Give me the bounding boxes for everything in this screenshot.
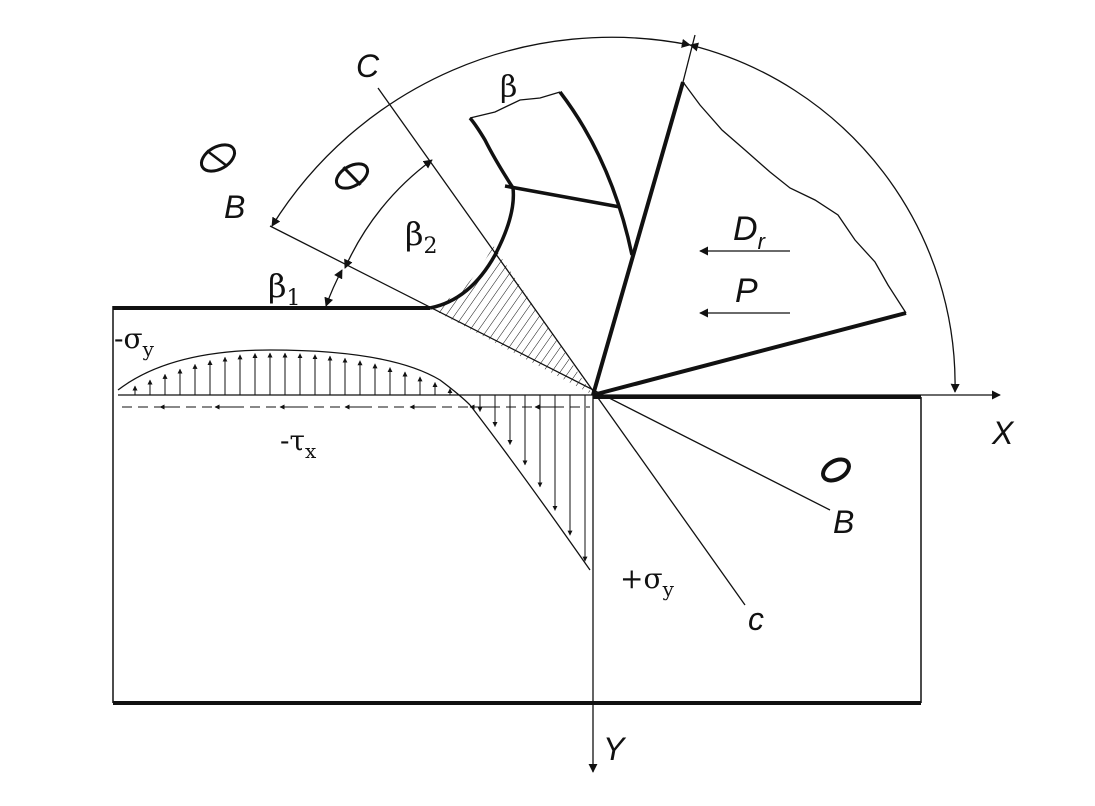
- reference-lines: [269, 34, 831, 606]
- tool-rake-face: [591, 81, 685, 396]
- phi-symbols: [199, 143, 851, 483]
- beta1-main: β: [268, 267, 287, 305]
- line-b-b: [269, 225, 831, 511]
- chip-segment-line: [504, 184, 621, 209]
- arc-x-to-tool: [689, 42, 960, 393]
- arc-beta1: [324, 269, 343, 307]
- sigma-neg-main: -σ: [114, 322, 143, 355]
- label-beta1: β1: [268, 267, 301, 311]
- phi-symbol-upper-left: [199, 143, 237, 173]
- sigma-neg-sub: y: [142, 337, 155, 361]
- sigma-pos-main: +σ: [620, 562, 663, 595]
- arc-beta2: [344, 159, 433, 269]
- arc-large-phi: [271, 36, 691, 227]
- label-c-bottom: c: [748, 601, 764, 637]
- beta1-sub: 1: [287, 286, 301, 311]
- chip: [429, 90, 634, 395]
- label-b-left: B: [224, 189, 245, 225]
- label-dr: Dr: [733, 210, 767, 254]
- beta2-main: β: [405, 215, 424, 253]
- angle-arcs: [271, 36, 960, 393]
- label-sigma-neg: -σy: [114, 322, 155, 361]
- tool-axis-extension: [682, 34, 696, 83]
- label-y: Y: [603, 731, 627, 767]
- stress-sigma-positive: [469, 395, 591, 571]
- label-tau: -τx: [280, 424, 317, 463]
- label-x: X: [991, 415, 1015, 451]
- tau-main: -τ: [280, 424, 305, 457]
- label-beta2: β2: [405, 215, 438, 259]
- workpiece: [112, 306, 922, 705]
- stress-sigma-negative: [117, 349, 471, 406]
- label-sigma-pos: +σy: [620, 562, 675, 601]
- tau-sub: x: [305, 439, 317, 463]
- tool-flank-face: [592, 311, 907, 397]
- sigma-pos-sub: y: [662, 577, 675, 601]
- force-arrows: [699, 246, 790, 318]
- sigma-pos-arrows: [477, 395, 588, 562]
- label-beta: β: [500, 70, 517, 105]
- beta2-sub: 2: [424, 234, 438, 259]
- chip-inner-line: [468, 116, 515, 189]
- shear-zone-hatched: [430, 245, 593, 395]
- sigma-neg-arrows: [132, 352, 453, 395]
- dr-main: D: [733, 210, 758, 248]
- sigma-neg-curve: [117, 349, 471, 406]
- tool-broken-edge: [682, 81, 907, 314]
- phi-symbol-lower-right: [821, 457, 851, 483]
- labels: C B β β2 β1 Dr P -σy -τx +σy X Y B c: [114, 48, 1015, 767]
- line-c-c: [377, 87, 746, 606]
- axes: [118, 390, 1001, 773]
- sigma-pos-curve: [469, 404, 591, 571]
- chip-outer-curve: [558, 90, 634, 256]
- label-b-right: B: [833, 504, 854, 540]
- label-c-top: C: [356, 48, 380, 84]
- dr-sub: r: [758, 229, 767, 254]
- phi-symbol-mid: [334, 162, 370, 190]
- label-p: P: [735, 272, 758, 310]
